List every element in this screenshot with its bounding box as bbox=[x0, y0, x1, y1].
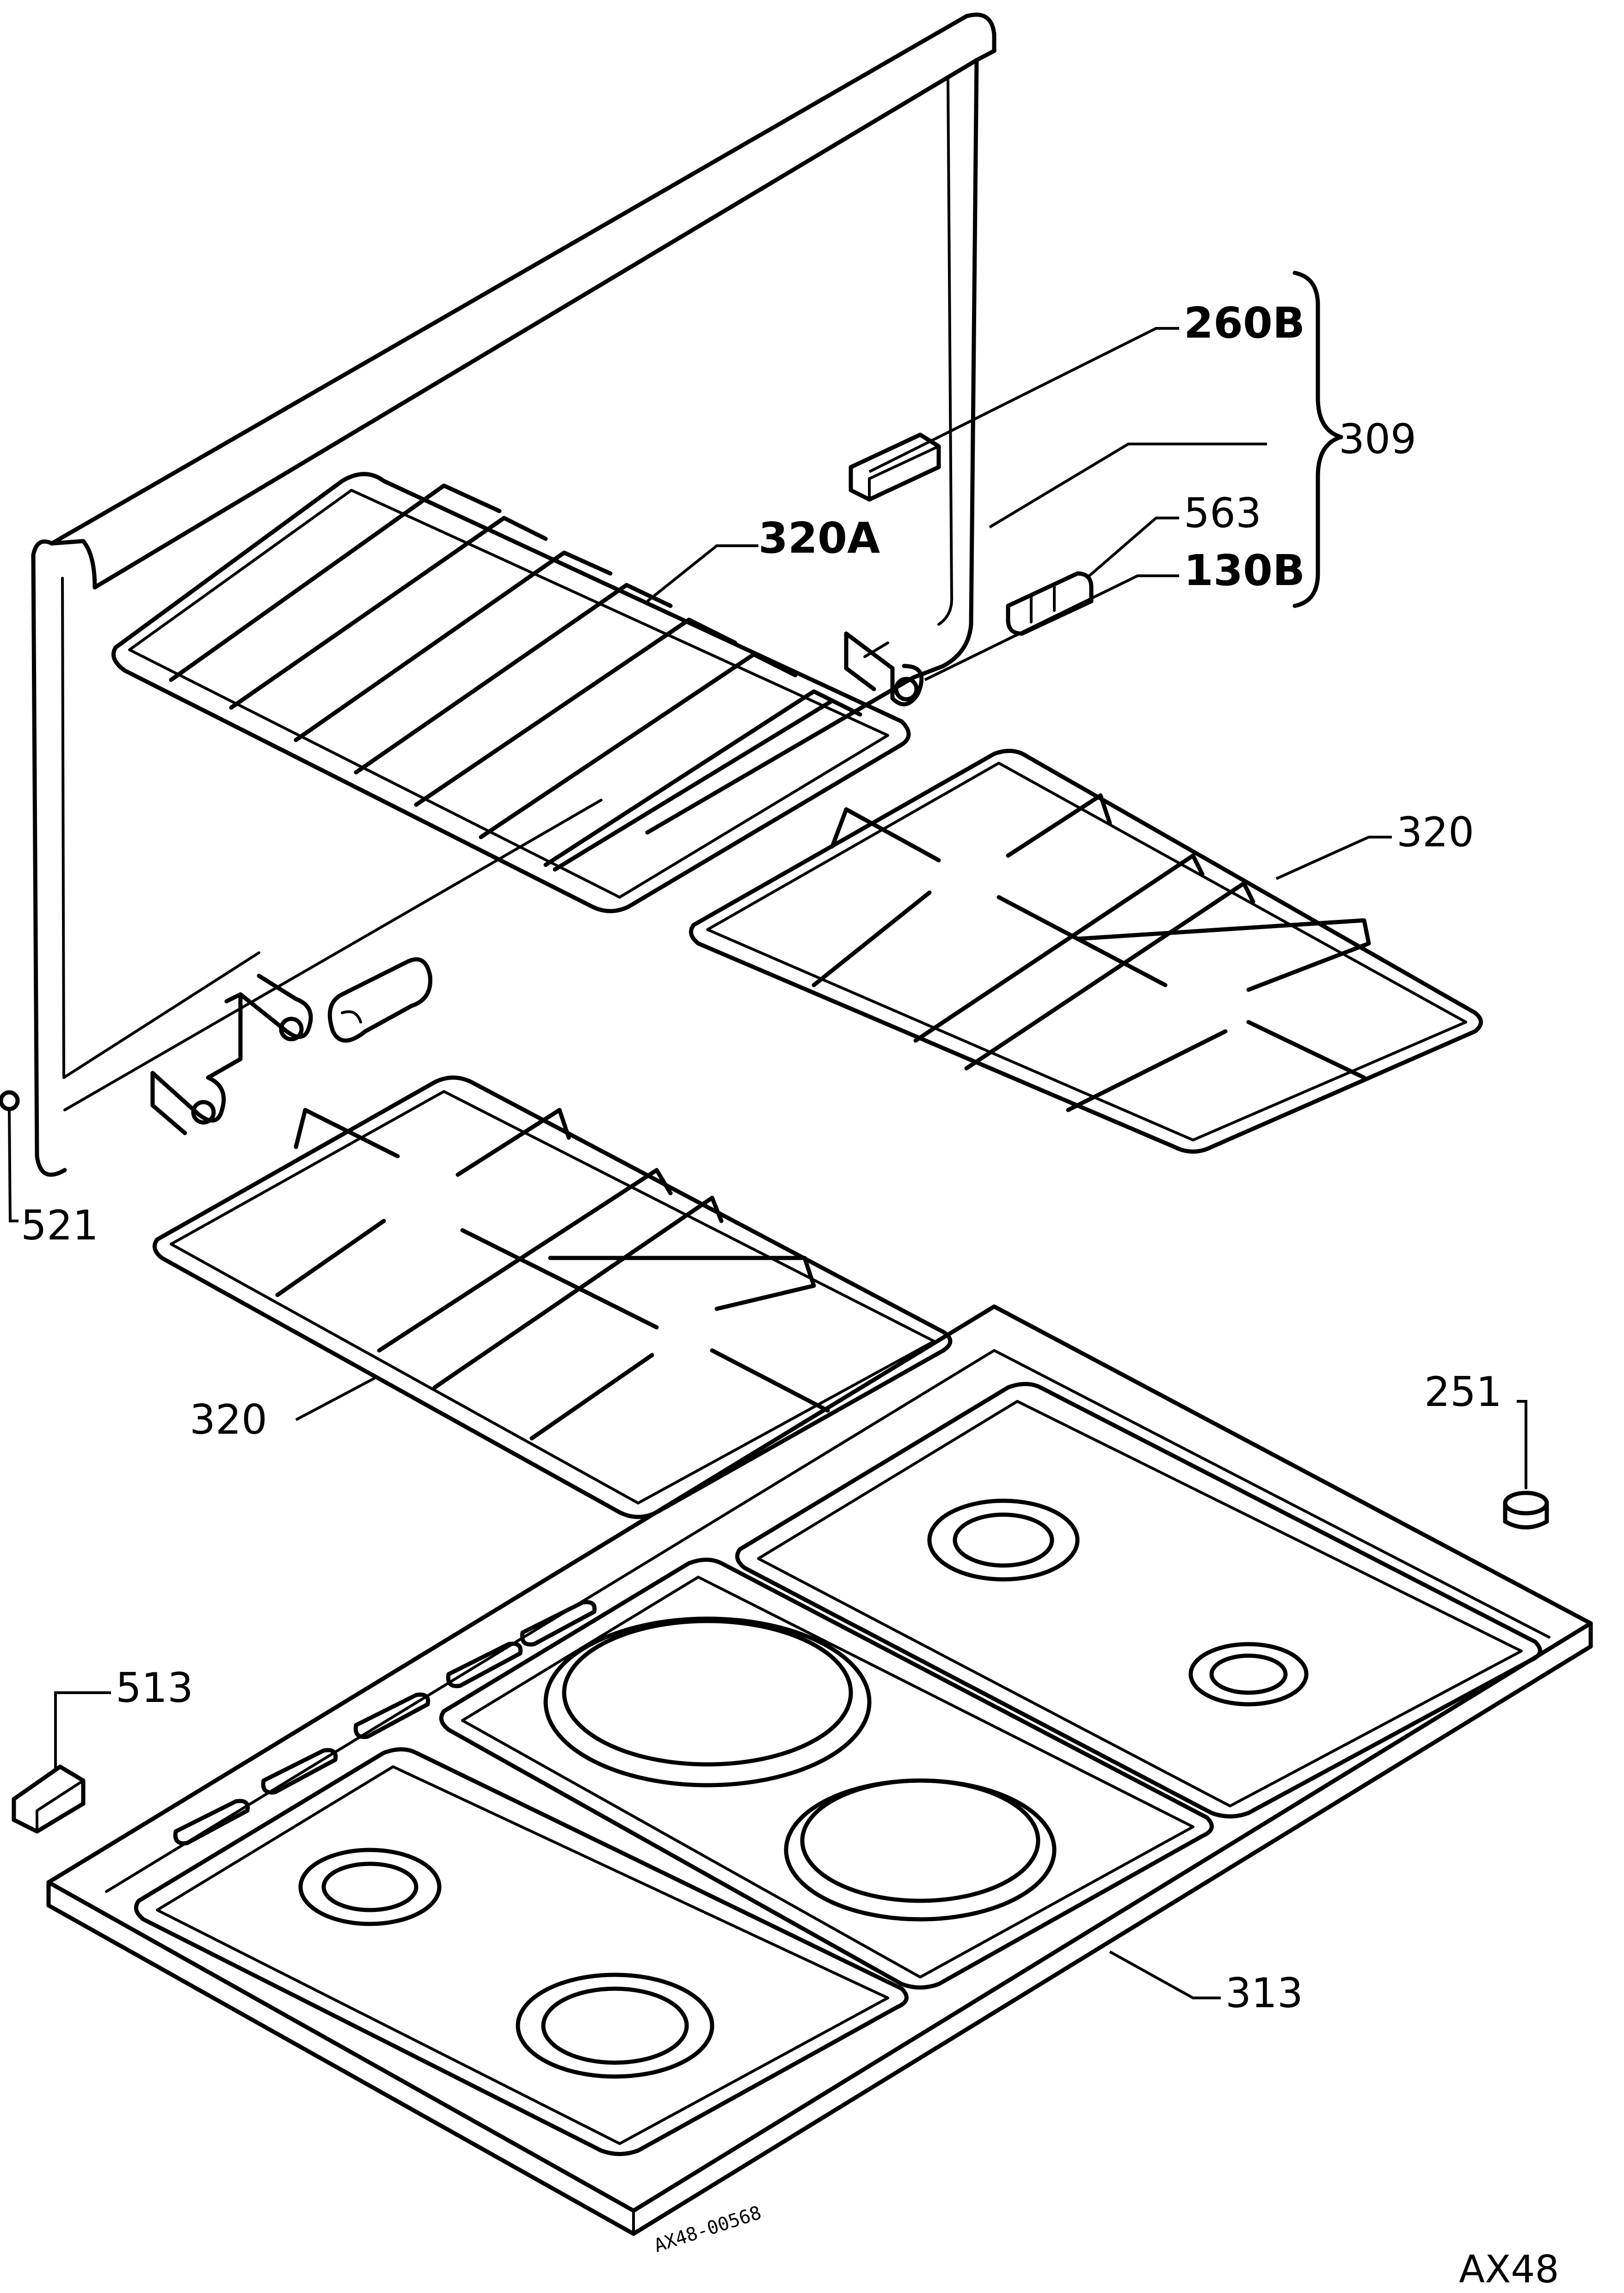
part-260B-clip bbox=[849, 432, 941, 502]
drawing-code: AX48 bbox=[1459, 2248, 1559, 2292]
leader-lines bbox=[8, 327, 1527, 1999]
label-309: 309 bbox=[1339, 415, 1416, 463]
part-563-connector bbox=[1006, 571, 1094, 636]
pan-support-320A bbox=[111, 472, 911, 913]
hob-top-313 bbox=[46, 1304, 1593, 2236]
label-320-left: 320 bbox=[190, 1396, 267, 1443]
label-320-right: 320 bbox=[1396, 808, 1474, 856]
label-320A: 320A bbox=[758, 513, 880, 563]
label-260B: 260B bbox=[1184, 298, 1305, 348]
label-563: 563 bbox=[1184, 489, 1261, 537]
pan-support-320-right bbox=[689, 749, 1483, 1154]
back-hinge-left bbox=[150, 974, 313, 1135]
part-251-knob bbox=[1503, 1491, 1549, 1529]
label-513: 513 bbox=[116, 1664, 193, 1712]
label-313: 313 bbox=[1225, 1969, 1303, 2017]
part-521-plug bbox=[0, 1090, 20, 1111]
label-130B: 130B bbox=[1184, 546, 1305, 595]
back-hinge-right bbox=[844, 631, 924, 707]
part-513-clip bbox=[12, 1764, 86, 1834]
label-251: 251 bbox=[1424, 1368, 1502, 1416]
backsplash-panel bbox=[31, 12, 997, 1177]
label-521: 521 bbox=[21, 1202, 98, 1249]
bracket-309 bbox=[1292, 271, 1343, 608]
hinge-pin bbox=[327, 957, 432, 1043]
